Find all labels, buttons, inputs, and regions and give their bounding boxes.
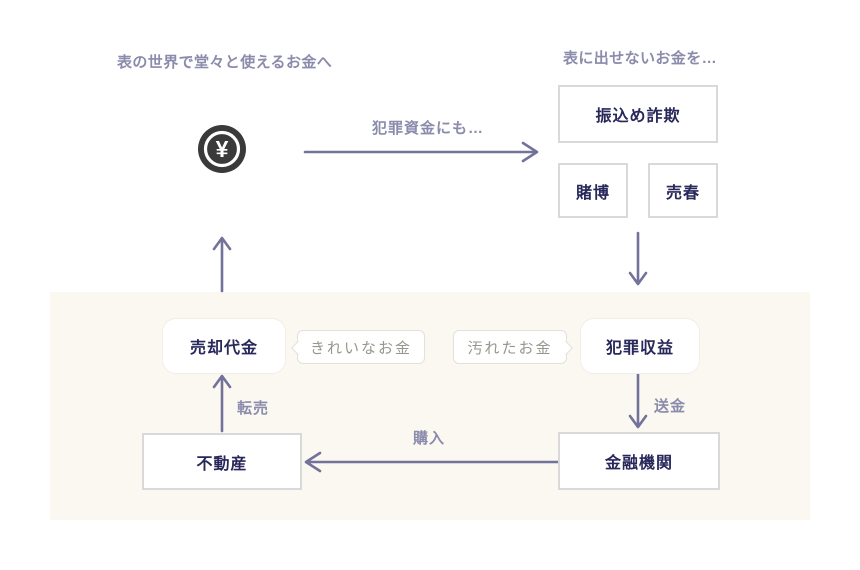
caption-hidden-money: 表に出せないお金を…: [563, 50, 718, 67]
bubble-dirty-money: 汚れたお金: [453, 330, 574, 364]
node-real-estate: 不動産: [142, 433, 302, 490]
bubble-clean-money: きれいなお金: [290, 330, 425, 364]
arrow-label-crime-funds: 犯罪資金にも…: [371, 120, 484, 137]
caption-clean-world: 表の世界で堂々と使えるお金へ: [117, 54, 333, 71]
arrow-label-resale: 転売: [237, 400, 270, 417]
node-sale-proceeds: 売却代金: [162, 318, 286, 374]
bubble-dirty-money-label: 汚れたお金: [467, 339, 553, 357]
arrow-crime-funds-right: [303, 141, 539, 163]
node-financial-institution-label: 金融機関: [604, 455, 673, 472]
yen-coin-icon: ¥: [198, 125, 246, 173]
node-crime-proceeds: 犯罪収益: [580, 318, 700, 374]
node-gambling-label: 賭博: [575, 184, 610, 202]
node-prostitution: 売春: [648, 163, 718, 218]
node-financial-institution: 金融機関: [558, 432, 720, 490]
arrow-label-remittance: 送金: [654, 398, 687, 415]
node-real-estate-label: 不動産: [196, 455, 248, 473]
yen-glyph: ¥: [216, 136, 229, 162]
node-gambling: 賭博: [558, 163, 628, 218]
arrow-label-purchase: 購入: [412, 430, 445, 447]
node-wire-fraud-label: 振込め詐欺: [595, 108, 681, 125]
node-crime-proceeds-label: 犯罪収益: [605, 340, 674, 357]
node-wire-fraud: 振込め詐欺: [558, 85, 718, 143]
arrow-clean-money-up: [212, 236, 232, 293]
bubble-clean-money-label: きれいなお金: [309, 339, 412, 357]
node-prostitution-label: 売春: [665, 184, 700, 202]
node-sale-proceeds-label: 売却代金: [189, 340, 258, 357]
arrow-dirty-money-down: [628, 231, 648, 286]
